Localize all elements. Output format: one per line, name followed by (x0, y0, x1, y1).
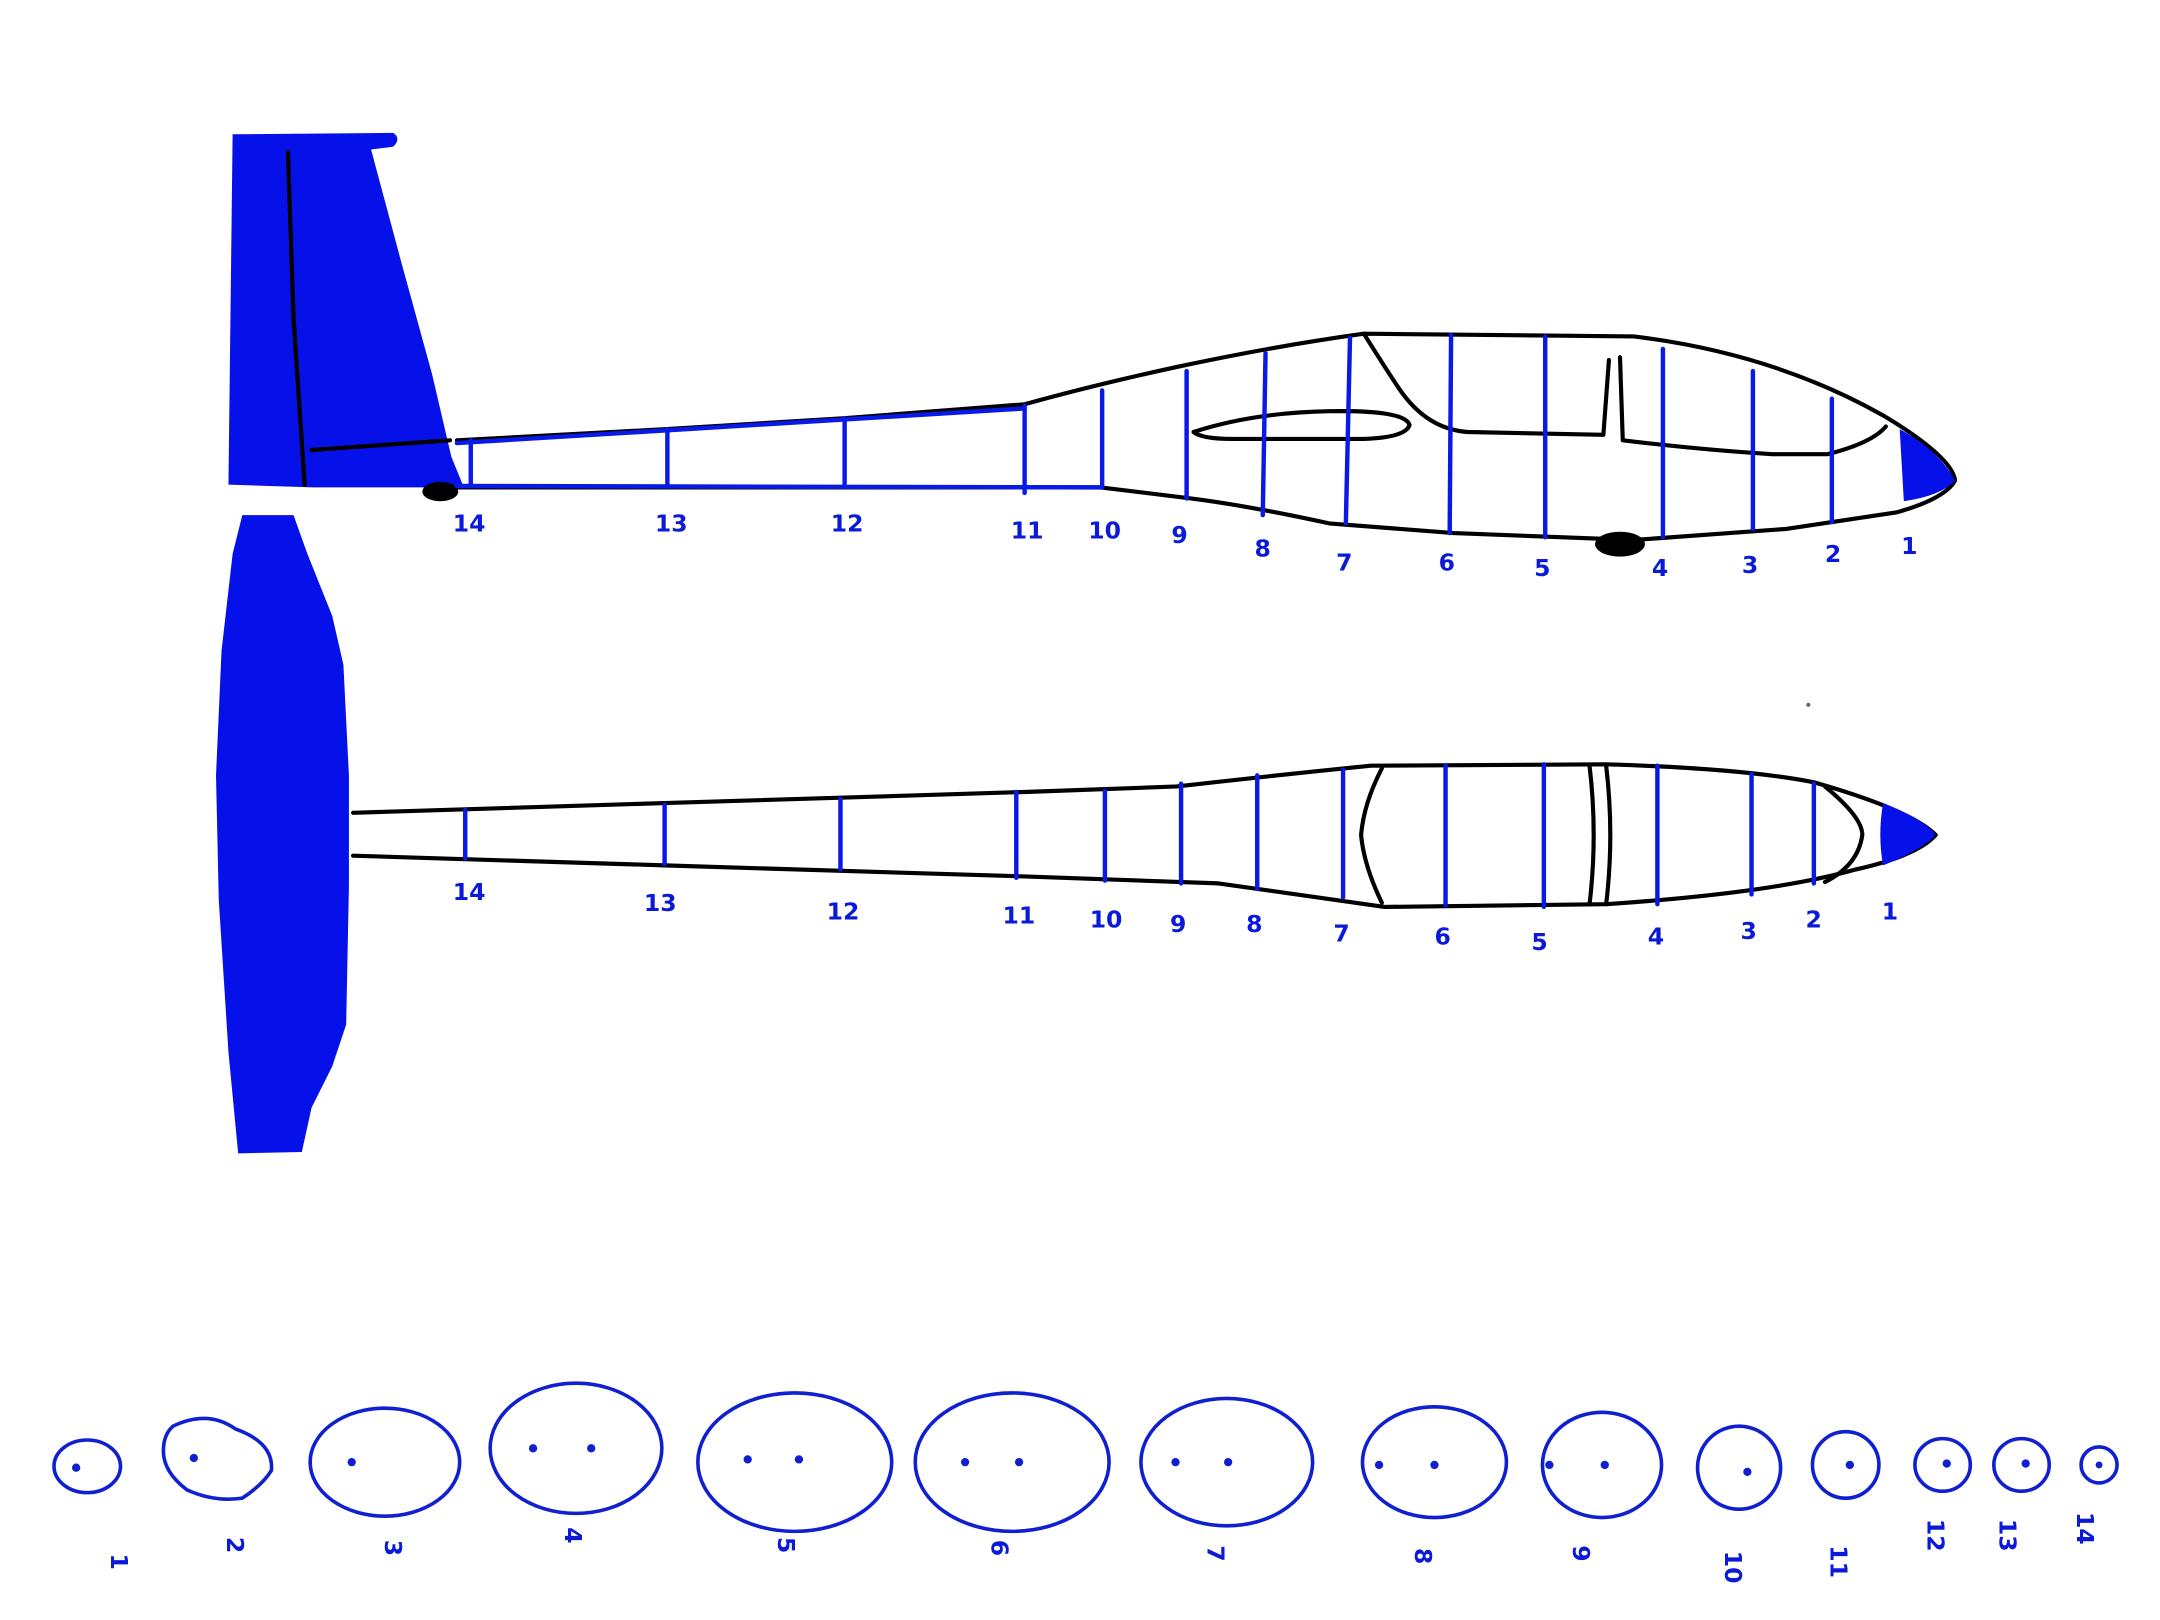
canopy-frame-top (1587, 763, 1613, 907)
section-7 (1139, 1396, 1315, 1528)
side-label-7: 7 (1336, 548, 1352, 576)
section-8 (1360, 1404, 1509, 1520)
top-label-14: 14 (453, 878, 486, 906)
section-10 (1695, 1424, 1783, 1512)
tail-boom-frame (454, 406, 1103, 490)
section-label-6: 6 (985, 1540, 1013, 1556)
section-label-10: 10 (1719, 1551, 1747, 1584)
top-label-5: 5 (1531, 928, 1547, 956)
section-3 (308, 1406, 462, 1518)
top-label-13: 13 (644, 889, 677, 917)
side-label-9: 9 (1171, 521, 1187, 549)
section-5 (696, 1391, 894, 1534)
section-label-4: 4 (559, 1527, 587, 1543)
section-label-2: 2 (221, 1537, 249, 1553)
top-label-7: 7 (1333, 920, 1349, 948)
vertical-fin (228, 132, 464, 488)
top-label-10: 10 (1090, 906, 1123, 934)
canopy-rear-frame (1617, 355, 1888, 457)
section-6 (913, 1391, 1111, 1534)
side-label-5: 5 (1534, 554, 1550, 582)
side-label-10: 10 (1088, 517, 1121, 545)
side-stations (468, 332, 1835, 540)
top-view: 14 13 12 11 10 9 8 7 6 5 4 3 2 1 (216, 515, 1938, 1154)
side-label-14: 14 (453, 510, 486, 538)
top-label-6: 6 (1434, 922, 1450, 950)
rudder-hinge-line (285, 150, 307, 487)
fuselage-top-outline (351, 762, 1938, 909)
top-label-12: 12 (827, 897, 860, 925)
section-dots (72, 1444, 2103, 1476)
top-label-3: 3 (1740, 917, 1756, 945)
section-label-14: 14 (2071, 1512, 2099, 1545)
side-label-6: 6 (1439, 548, 1455, 576)
side-label-4: 4 (1652, 554, 1668, 582)
top-stations (463, 762, 1817, 910)
tail-wheel (422, 481, 459, 502)
section-9 (1540, 1410, 1664, 1520)
top-label-1: 1 (1882, 897, 1898, 925)
side-label-11: 11 (1011, 517, 1044, 545)
canopy-front-top (1822, 784, 1865, 885)
side-label-3: 3 (1742, 551, 1758, 579)
tailplane-line (309, 438, 453, 453)
section-2 (161, 1416, 274, 1501)
cross-sections: 1 2 3 4 5 6 7 8 9 10 11 12 13 14 (52, 1381, 2119, 1584)
section-label-7: 7 (1201, 1545, 1229, 1561)
section-1 (52, 1438, 123, 1495)
top-label-9: 9 (1170, 910, 1186, 938)
side-view: 14 13 12 11 10 9 8 7 6 5 4 3 2 1 (228, 132, 1958, 582)
section-label-9: 9 (1567, 1545, 1595, 1561)
stray-dot (1806, 702, 1811, 707)
main-wheel (1595, 531, 1645, 557)
fuselage-side-outline (454, 331, 1958, 543)
section-label-1: 1 (105, 1554, 133, 1570)
section-label-3: 3 (379, 1540, 407, 1556)
section-14 (2079, 1445, 2119, 1485)
wing-root-airfoil (1191, 409, 1412, 441)
section-label-5: 5 (772, 1537, 800, 1553)
top-label-4: 4 (1648, 922, 1664, 950)
section-13 (1992, 1436, 2052, 1494)
section-label-8: 8 (1409, 1548, 1437, 1564)
nose-cone-top (1880, 803, 1936, 866)
nose-cone (1899, 429, 1956, 502)
section-label-11: 11 (1824, 1545, 1852, 1578)
top-label-11: 11 (1002, 902, 1035, 930)
section-11 (1810, 1429, 1881, 1500)
section-label-13: 13 (1993, 1519, 2021, 1552)
section-label-12: 12 (1921, 1519, 1949, 1552)
section-labels: 1 2 3 4 5 6 7 8 9 10 11 12 13 14 (105, 1512, 2099, 1584)
horizontal-stabilizer (216, 515, 349, 1154)
canopy-outline (1361, 331, 1611, 437)
side-label-12: 12 (831, 510, 864, 538)
top-label-2: 2 (1806, 906, 1822, 934)
canopy-top-outline (1359, 766, 1384, 905)
side-label-13: 13 (655, 510, 688, 538)
side-label-2: 2 (1825, 540, 1841, 568)
side-label-1: 1 (1901, 532, 1917, 560)
section-12 (1913, 1436, 1973, 1494)
side-station-labels: 14 13 12 11 10 9 8 7 6 5 4 3 2 1 (453, 510, 1918, 582)
side-label-8: 8 (1254, 535, 1270, 563)
top-station-labels: 14 13 12 11 10 9 8 7 6 5 4 3 2 1 (453, 878, 1898, 956)
top-label-8: 8 (1246, 910, 1262, 938)
section-4 (488, 1381, 664, 1516)
